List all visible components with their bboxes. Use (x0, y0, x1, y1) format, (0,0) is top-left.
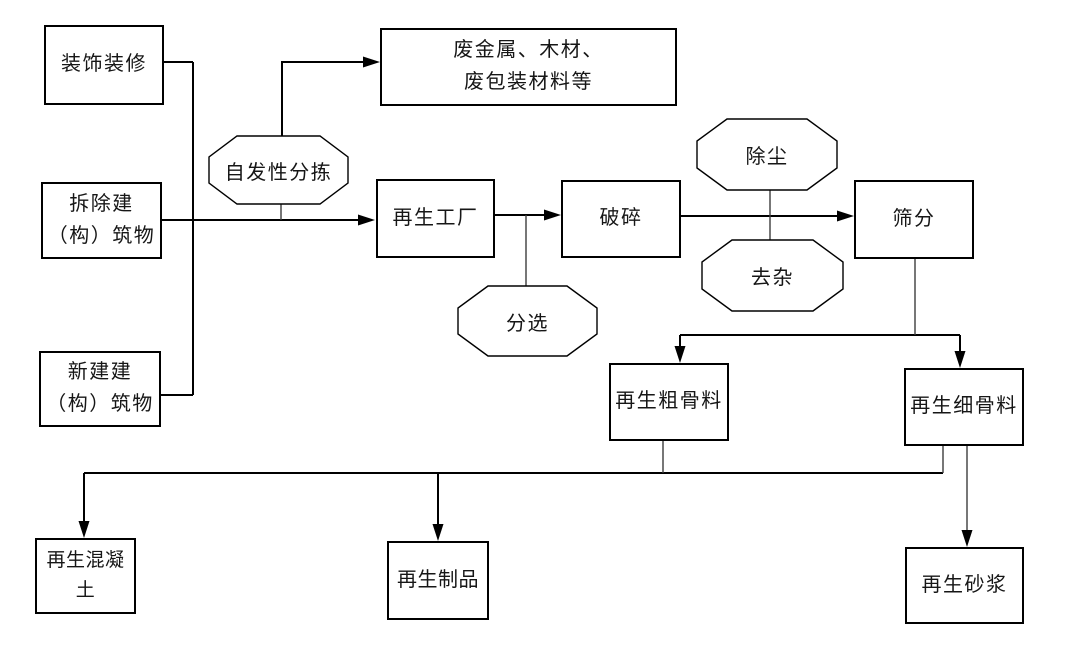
arrowhead-waste-materials (363, 56, 380, 68)
main-connector-lines (83, 61, 961, 526)
label-sorting: 分选 (506, 312, 549, 335)
node-screening: 筛分 (854, 180, 974, 259)
node-waste-materials: 废金属、木材、 废包装材料等 (380, 28, 677, 106)
label-impurity-removal: 去杂 (751, 267, 794, 289)
node-new-construction: 新建建 （构）筑物 (39, 351, 161, 427)
node-recycled-products: 再生制品 (387, 541, 489, 620)
node-recycled-concrete: 再生混凝土 (35, 538, 136, 614)
label-spontaneous-sorting: 自发性分拣 (224, 161, 333, 184)
node-fine-aggregate: 再生细骨料 (904, 368, 1024, 446)
octagon-dust-removal (696, 118, 838, 191)
line-sorting-to-waste (281, 61, 365, 136)
arrowhead-fine-aggregate (954, 351, 966, 368)
octagon-sorting (457, 285, 598, 357)
arrowhead-recycled-mortar (961, 530, 973, 547)
node-coarse-aggregate: 再生粗骨料 (609, 363, 729, 441)
node-recycling-plant: 再生工厂 (376, 179, 495, 258)
label-dust-removal: 除尘 (745, 146, 789, 168)
node-decoration: 装饰装修 (44, 25, 164, 105)
arrowhead-recycling-plant (358, 214, 375, 226)
arrowhead-coarse-aggregate (674, 346, 686, 363)
octagon-impurity-removal (701, 239, 844, 312)
arrowheads (78, 56, 973, 547)
octagon-shapes (208, 118, 844, 357)
arrowhead-recycled-concrete (78, 521, 90, 538)
arrowhead-recycled-products (432, 524, 444, 541)
node-demolished-structures: 拆除建 （构）筑物 (41, 182, 162, 259)
arrowhead-crushing (544, 209, 561, 221)
octagon-spontaneous-sorting (208, 135, 349, 205)
node-crushing: 破碎 (561, 180, 681, 258)
node-recycled-mortar: 再生砂浆 (905, 547, 1024, 624)
arrowhead-screening (837, 210, 854, 222)
auxiliary-connector-lines (280, 190, 968, 532)
